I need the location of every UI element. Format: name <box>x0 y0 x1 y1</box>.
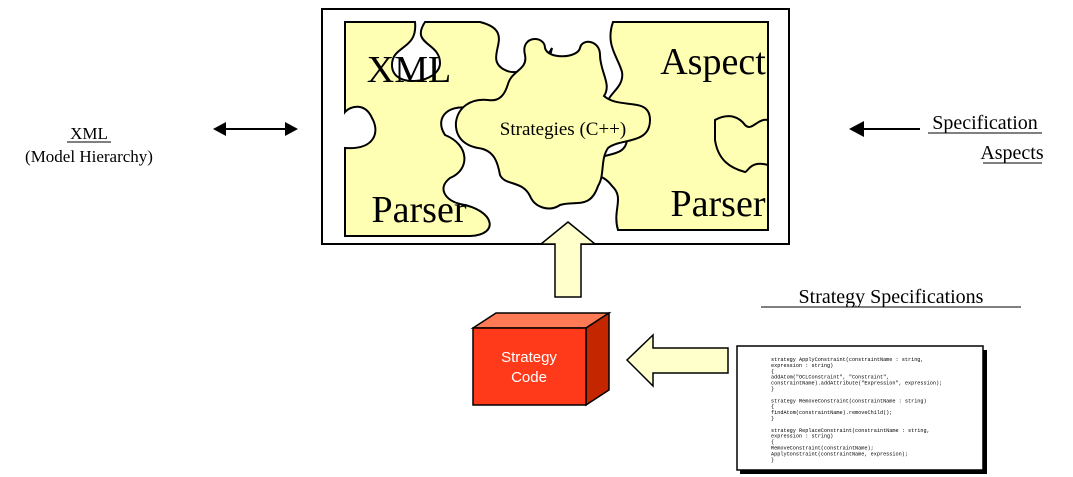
code-line: strategy ReplaceConstraint(constraintNam… <box>771 428 930 434</box>
puzzle-parser-right-text: Parser <box>671 183 766 225</box>
strategy-code-line1: Strategy <box>501 349 557 366</box>
left-hollow-arrow <box>625 333 729 388</box>
puzzle-piece-strategies <box>454 38 652 210</box>
puzzle-parser-left-text: Parser <box>372 189 467 231</box>
code-line: { <box>771 369 774 375</box>
puzzle-strategies-text: Strategies (C++) <box>500 119 626 140</box>
code-line: } <box>771 457 774 463</box>
up-arrow <box>538 221 598 298</box>
code-listing-text: strategy ApplyConstraint(constraintName … <box>771 357 942 463</box>
puzzle-aspect-text: Aspect <box>660 41 766 83</box>
code-line: expression : string) <box>771 363 833 369</box>
aspect-piece-tab <box>714 115 769 174</box>
code-line: RemoveConstraint(constraintName); <box>771 446 874 452</box>
code-line: ApplyConstraint(constraintName, expressi… <box>771 451 908 457</box>
left-arrow <box>849 121 920 137</box>
aspects-label: Aspects <box>980 142 1044 164</box>
bidirectional-arrow <box>213 122 298 136</box>
code-line: strategy RemoveConstraint(constraintName… <box>771 398 927 404</box>
code-line: findAtom(constraintName).removeChild(); <box>771 410 892 416</box>
box-front-face <box>472 327 587 406</box>
code-line: } <box>771 416 774 422</box>
code-line: expression : string) <box>771 434 833 440</box>
code-line: } <box>771 387 774 393</box>
code-line: { <box>771 404 774 410</box>
code-line: constraintName).addAttribute("Expression… <box>771 381 942 387</box>
strategy-code-box: Strategy Code <box>470 311 612 407</box>
strategy-code-line2: Code <box>511 369 547 386</box>
specification-label: Specification <box>932 112 1038 134</box>
code-line: strategy ApplyConstraint(constraintName … <box>771 357 924 363</box>
puzzle-piece-aspect-parser <box>588 21 769 231</box>
code-line: { <box>771 440 774 446</box>
code-line: addAtom("OCLConstraint", "Constraint", <box>771 375 889 381</box>
strategy-specifications-label: Strategy Specifications <box>799 286 984 308</box>
code-listing-box <box>736 345 984 471</box>
puzzle-xml-text: XML <box>367 49 451 91</box>
model-hierarchy-label: (Model Hierarchy) <box>25 147 153 166</box>
box-side-face <box>585 311 610 407</box>
xml-label: XML <box>70 124 108 143</box>
